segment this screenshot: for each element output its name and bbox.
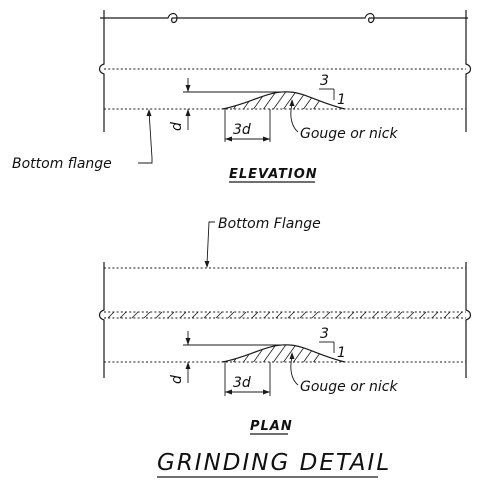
length-arrow-right xyxy=(263,136,270,142)
top-edge-line xyxy=(100,12,468,24)
plan-bottom-flange-leader xyxy=(206,221,215,265)
gouge-leader-arrow xyxy=(289,99,295,106)
gouge-label: Gouge or nick xyxy=(300,126,398,142)
plan-title: PLAN xyxy=(250,419,293,434)
plan-slope-run-label: 3 xyxy=(320,326,329,342)
plan-bottom-flange-label: Bottom Flange xyxy=(218,216,321,232)
depth-label: d xyxy=(169,122,185,131)
plan-gouge-leader-arrow xyxy=(289,352,295,359)
gouge-leader xyxy=(290,103,299,133)
plan-depth-arrow-top xyxy=(185,338,191,345)
gouge-hatching xyxy=(229,91,331,109)
plan-gouge-hatching xyxy=(229,344,331,362)
slope-run-label: 3 xyxy=(320,73,329,89)
plan-ground-profile xyxy=(221,344,346,363)
bottom-flange-arrow xyxy=(146,109,152,116)
plan-length-label: 3d xyxy=(233,375,251,391)
web-hatched-band xyxy=(104,311,466,319)
plan-slope-rise-label: 1 xyxy=(337,345,346,361)
plan-length-arrow-right xyxy=(263,389,270,395)
plan-length-arrow-left xyxy=(225,389,232,395)
elevation-title: ELEVATION xyxy=(229,167,318,182)
plan-left-break-line xyxy=(98,262,105,378)
plan-right-break-line xyxy=(465,262,472,378)
plan-gouge-label: Gouge or nick xyxy=(300,379,398,395)
depth-arrow-top xyxy=(185,85,191,92)
plan-depth-label: d xyxy=(169,375,185,384)
left-break-line xyxy=(98,10,105,132)
bottom-flange-leader xyxy=(138,110,153,164)
plan-gouge-leader xyxy=(290,356,299,386)
length-label: 3d xyxy=(233,122,251,138)
plan-depth-arrow-bottom xyxy=(185,362,191,369)
right-break-line xyxy=(465,10,472,132)
main-title: GRINDING DETAIL xyxy=(157,450,391,476)
slope-rise-label: 1 xyxy=(337,92,346,108)
plan-bottom-flange-arrow xyxy=(204,261,210,268)
elevation-view: d 3 1 3d Gouge or nick xyxy=(12,10,472,183)
plan-view: Bottom Flange d xyxy=(98,216,472,435)
length-arrow-left xyxy=(225,136,232,142)
ground-profile xyxy=(221,91,346,110)
bottom-flange-label: Bottom flange xyxy=(12,156,112,172)
depth-arrow-bottom xyxy=(185,109,191,116)
